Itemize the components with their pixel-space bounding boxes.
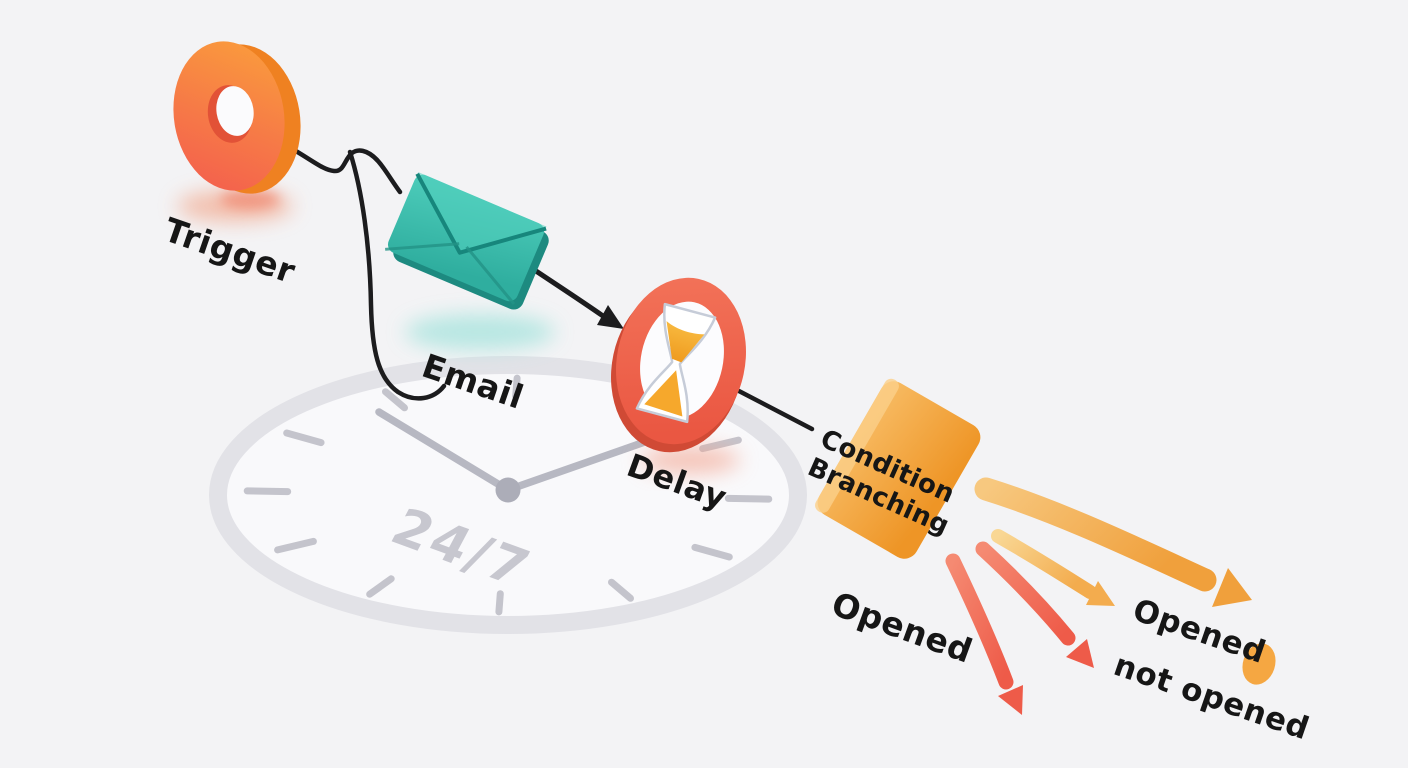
clock-center-dot [495, 477, 521, 503]
delay-glow-shadow [640, 446, 740, 474]
branch-arrow-not-opened-2 [945, 553, 1014, 690]
branch-arrowhead-opened-long [1212, 568, 1252, 607]
clock-tick [724, 494, 773, 503]
envelope-bottom-creases [385, 242, 516, 305]
clock-tick [691, 543, 733, 561]
condition-branching-card [815, 378, 981, 559]
clock-tick [495, 590, 504, 616]
branch-arrow-opened-long [974, 477, 1217, 592]
trigger-donut-icon [173, 41, 301, 194]
envelope-flap-fill [417, 171, 547, 253]
clock-tick [512, 374, 521, 400]
donut-hole [216, 86, 254, 136]
clock-tick [283, 429, 325, 447]
connector-swoop-hook [347, 149, 447, 401]
hourglass-sand-top [666, 321, 705, 363]
branch-arrowhead-not-opened-2 [998, 685, 1023, 715]
trigger-glow-core [220, 189, 280, 209]
clock-tick [243, 487, 292, 496]
clock-minute-hand [375, 408, 512, 494]
connector-email-to-delay [533, 268, 606, 319]
branch-arrow-not-opened-1 [975, 541, 1076, 646]
connector-trigger-to-email [286, 144, 403, 195]
delay-hourglass-icon [611, 277, 746, 453]
clock-tick [608, 578, 634, 602]
branch-arrow-opened-short [991, 529, 1097, 599]
condition-card-bevel [815, 378, 899, 513]
clock-tick [366, 575, 395, 598]
email-envelope-icon [385, 171, 549, 310]
connector-delay-to-condition [734, 387, 815, 432]
opened-outcome-dot [1242, 643, 1276, 685]
branch-arrows [945, 477, 1252, 715]
hourglass-sand-bottom [644, 370, 683, 417]
condition-card-face [817, 381, 981, 559]
branch-arrowhead-opened-short [1086, 581, 1115, 606]
clock-tick [274, 537, 317, 554]
envelope-flap-line [415, 172, 547, 255]
arrowhead-email-to-delay [597, 305, 624, 329]
clock-tick [382, 388, 408, 412]
hourglass [635, 302, 717, 424]
branch-arrowhead-not-opened-1 [1066, 639, 1094, 668]
email-glow-shadow [405, 314, 555, 350]
connectors [286, 144, 815, 432]
